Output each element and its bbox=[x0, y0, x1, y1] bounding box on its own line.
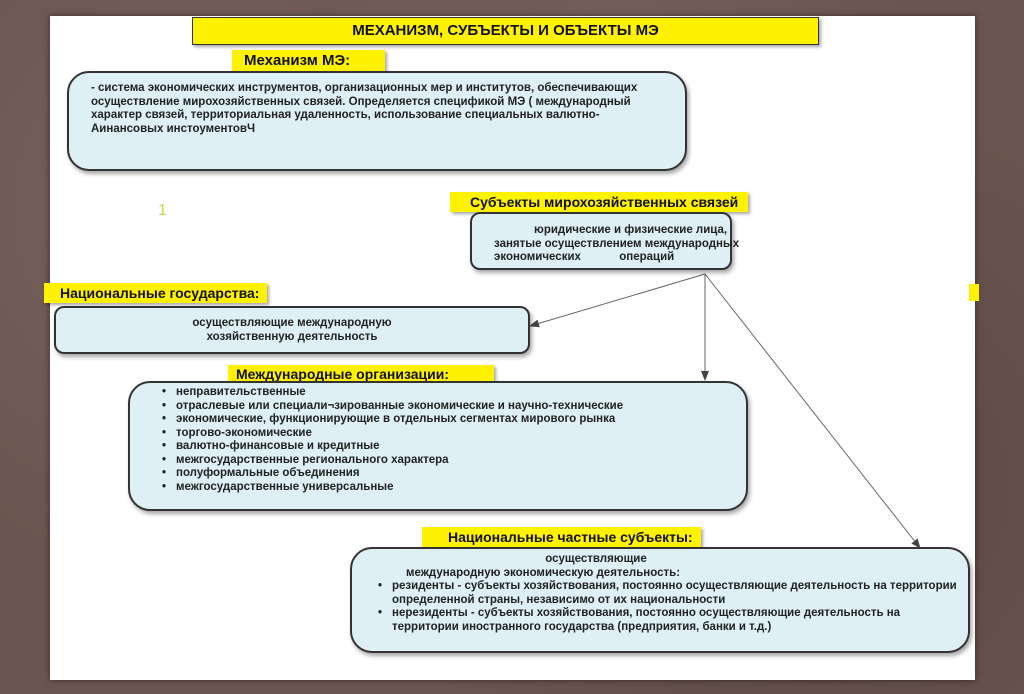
intl-orgs-item: экономические, функционирующие в отдельн… bbox=[162, 413, 738, 427]
arrow-to-private bbox=[704, 273, 921, 549]
connector-arrows bbox=[529, 273, 921, 549]
private-label: Национальные частные субъекты: bbox=[422, 527, 701, 547]
mechanism-label: Механизм МЭ: bbox=[232, 50, 386, 72]
intl-orgs-item: полуформальные объединения bbox=[162, 467, 738, 481]
subjects-box: юридические и физические лица, занятые о… bbox=[470, 212, 740, 270]
intl-orgs-box: неправительственные отраслевые или специ… bbox=[128, 381, 748, 511]
intl-orgs-item: межгосударственные регионального характе… bbox=[162, 454, 738, 468]
label-bar-right bbox=[969, 284, 979, 301]
intl-orgs-item: торгово-экономические bbox=[162, 427, 738, 441]
slide: МЕХАНИЗМ, СУБЪЕКТЫ И ОБЪЕКТЫ МЭ Механизм… bbox=[44, 16, 979, 680]
subjects-label: Субъекты мирохозяйственных связей bbox=[450, 192, 749, 212]
private-list: резиденты - субъекты хозяйствования, пос… bbox=[372, 580, 960, 634]
national-states-label: Национальные государства: bbox=[44, 283, 268, 303]
national-states-box: осуществляющие международную хозяйственн… bbox=[54, 306, 530, 354]
page-title: МЕХАНИЗМ, СУБЪЕКТЫ И ОБЪЕКТЫ МЭ bbox=[192, 17, 819, 45]
subjects-line-2: занятые осуществлением международных bbox=[494, 237, 740, 250]
intl-orgs-list: неправительственные отраслевые или специ… bbox=[156, 386, 738, 494]
private-line-1: осуществляющие bbox=[545, 553, 647, 565]
national-states-line-1: осуществляющие международную bbox=[192, 317, 392, 329]
mechanism-text: - система экономических инструментов, ор… bbox=[91, 82, 638, 135]
private-line-2: международную экономическую деятельность… bbox=[406, 566, 681, 579]
subjects-line-1: юридические и физические лица, bbox=[534, 224, 728, 236]
national-states-line-2: хозяйственную деятельность bbox=[206, 330, 378, 343]
intl-orgs-label: Международные организации: bbox=[228, 365, 494, 383]
arrow-to-national-states bbox=[529, 273, 706, 328]
intl-orgs-item: отраслевые или специали¬зированные эконо… bbox=[162, 400, 738, 414]
intl-orgs-item: валютно-финансовые и кредитные bbox=[162, 440, 738, 454]
private-box: осуществляющие международную экономическ… bbox=[350, 547, 970, 653]
mechanism-box: - система экономических инструментов, ор… bbox=[67, 71, 687, 171]
intl-orgs-item: неправительственные bbox=[162, 386, 738, 400]
private-item: резиденты - субъекты хозяйствования, пос… bbox=[378, 580, 960, 607]
intl-orgs-item: межгосударственные универсальные bbox=[162, 481, 738, 495]
private-item: нерезиденты - субъекты хозяйствования, п… bbox=[378, 607, 960, 634]
subjects-line-3: экономических операций bbox=[494, 251, 675, 263]
slide-number: 1 bbox=[158, 202, 167, 219]
